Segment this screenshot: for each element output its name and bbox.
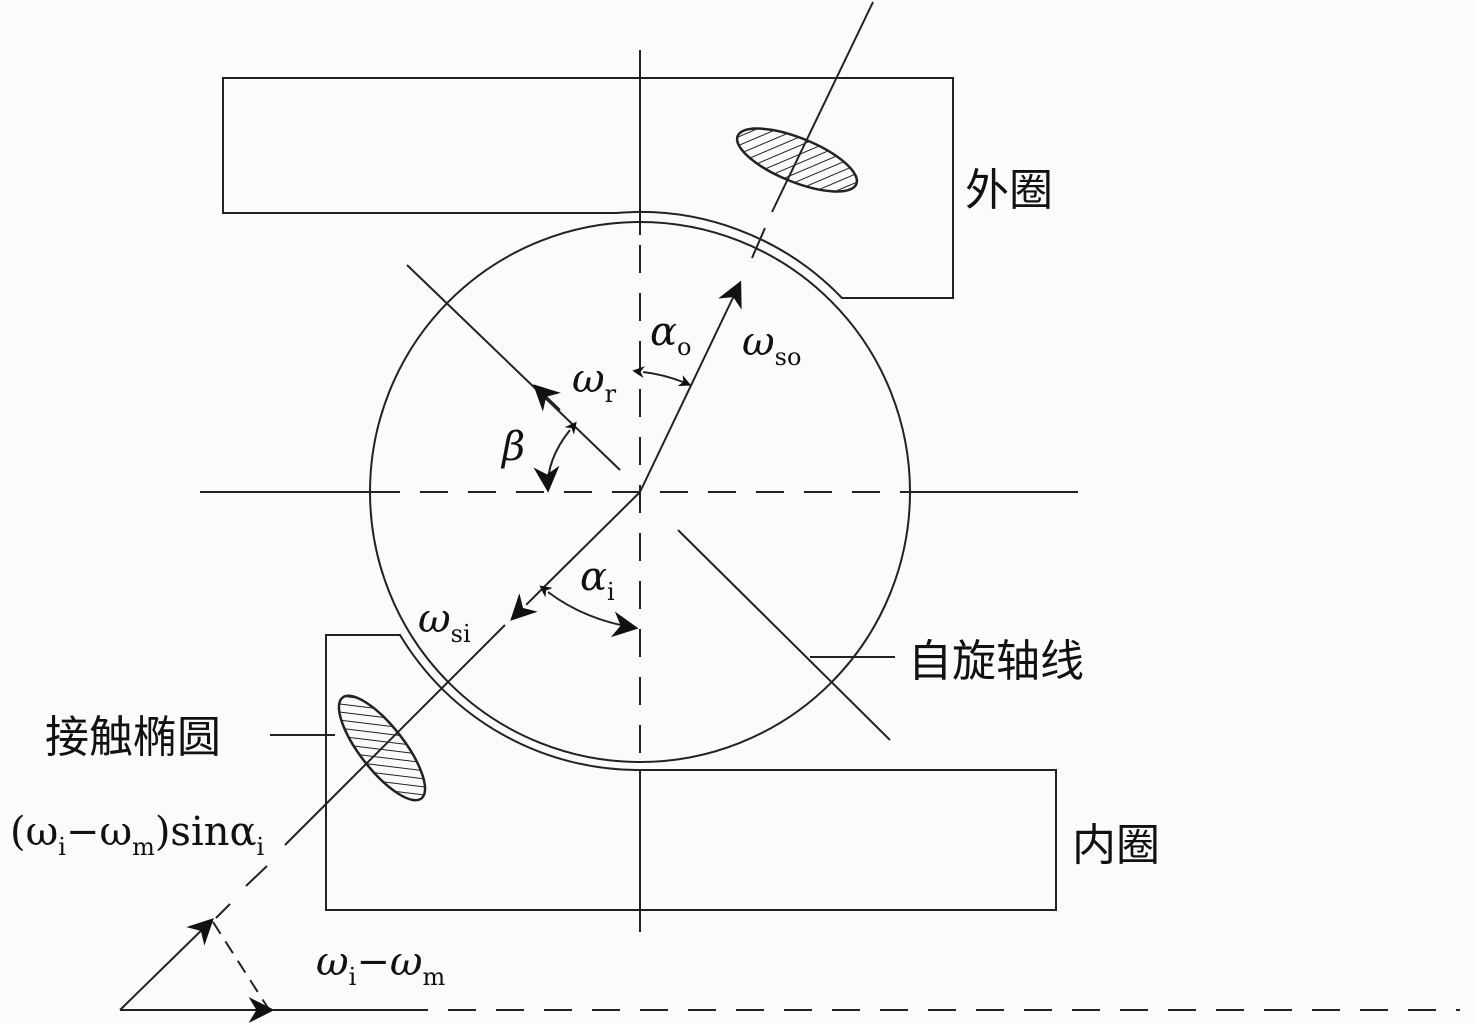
center-lines <box>200 50 1078 932</box>
omega-diff-label: ωi−ωm <box>316 939 445 991</box>
beta-label: β <box>500 424 525 470</box>
sin-component-label: (ωi−ωm)sinαi <box>10 809 265 861</box>
sin-component-arrow <box>119 918 214 1011</box>
spin-axis-lower <box>677 529 891 741</box>
alpha-o-label: αo <box>650 309 691 361</box>
contact-ellipse-label: 接触椭圆 <box>45 712 221 763</box>
beta-arc <box>533 421 577 493</box>
outer-contact-ellipse <box>735 127 859 193</box>
dash-segment <box>245 865 268 887</box>
outer-ring-label: 外圈 <box>965 165 1053 216</box>
inner-contact-line <box>545 491 641 586</box>
alpha-i-label: αi <box>580 554 615 606</box>
alpha-i-arc <box>539 585 639 638</box>
dash-segment <box>215 903 231 919</box>
outer-contact-line-tick <box>751 227 766 259</box>
omega-si-label: ωsi <box>418 596 471 648</box>
inner-ring <box>325 634 1057 911</box>
alpha-o-arc <box>632 366 692 386</box>
omega-r-label: ωr <box>572 356 617 408</box>
omega-so-label: ωso <box>742 319 801 371</box>
projection-line <box>212 921 269 1009</box>
inner-contact-ellipse <box>337 694 427 802</box>
spin-axis-label: 自旋轴线 <box>908 636 1084 687</box>
spin-axis-upper <box>406 264 621 471</box>
omega-so-arrow <box>639 280 742 493</box>
inner-ring-label: 内圈 <box>1072 820 1160 871</box>
outer-ring <box>222 77 954 299</box>
omega-r-arrow <box>533 384 561 412</box>
omega-si-arrow <box>510 584 547 621</box>
